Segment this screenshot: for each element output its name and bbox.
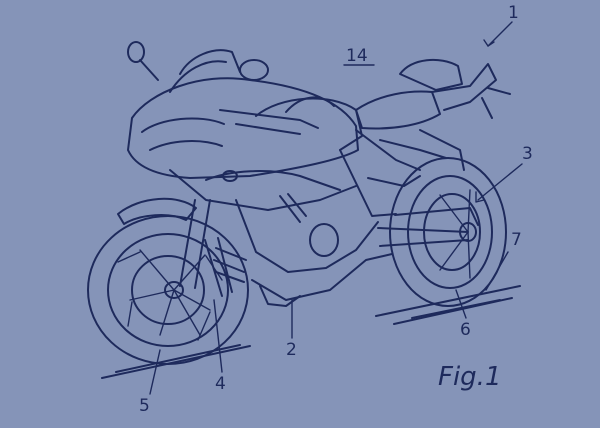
swingarm: [377, 207, 479, 247]
reference-numeral-4: 4: [215, 374, 226, 394]
front-fender: [117, 197, 197, 225]
reference-numeral-5: 5: [139, 396, 150, 416]
reference-numeral-14: 14: [346, 46, 368, 66]
seat-tail: [355, 58, 511, 171]
ground-lines: [101, 285, 521, 379]
front-fork: [179, 199, 233, 297]
reference-numeral-6: 6: [460, 320, 471, 340]
reference-numeral-7: 7: [511, 230, 522, 250]
cockpit: [127, 41, 335, 135]
fairing: [127, 77, 393, 307]
leader-lines: [149, 21, 523, 395]
reference-numeral-1: 1: [508, 3, 519, 23]
reference-numeral-3: 3: [522, 144, 533, 164]
reference-numeral-2: 2: [286, 340, 297, 360]
figure-caption: Fig.1: [438, 362, 502, 392]
rear-wheel: [389, 157, 507, 307]
front-wheel: [87, 215, 249, 365]
